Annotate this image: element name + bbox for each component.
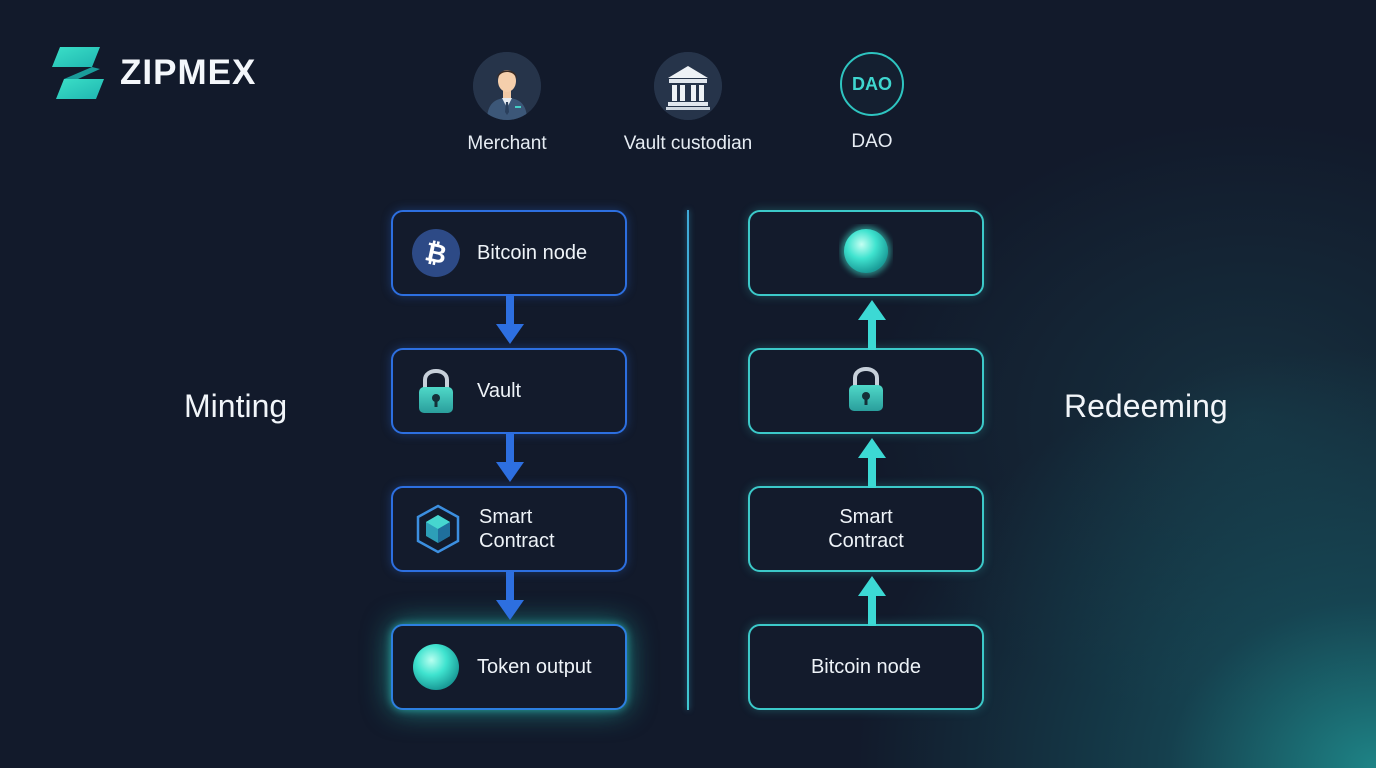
brand-name: ZIPMEX <box>120 53 257 92</box>
role-vault-custodian: Vault custodian <box>598 52 778 155</box>
role-merchant: Merchant <box>417 52 597 155</box>
step-label: Smart Contract <box>828 505 904 553</box>
step-label-line: Contract <box>828 530 904 552</box>
dao-badge-icon: DAO <box>840 52 904 116</box>
redeeming-step-token <box>748 210 984 296</box>
lock-icon <box>846 364 886 419</box>
redeeming-arrow-up <box>858 300 886 350</box>
flow-divider <box>687 210 689 710</box>
role-label: Vault custodian <box>623 133 753 154</box>
role-dao: DAO DAO <box>782 52 962 153</box>
role-label: DAO <box>851 131 893 152</box>
minting-step-bitcoin-node: ₿ Bitcoin node <box>391 210 627 296</box>
zipmex-logo-icon <box>52 47 104 99</box>
step-label: Vault <box>477 380 522 402</box>
minting-step-smart-contract: Smart Contract <box>391 486 627 572</box>
step-label-line: Contract <box>479 530 555 552</box>
minting-step-vault: Vault <box>391 348 627 434</box>
minting-arrow-down <box>496 572 524 620</box>
brand-logo: ZIPMEX <box>48 45 256 101</box>
minting-arrow-down <box>496 434 524 482</box>
redeeming-step-bitcoin-node: Bitcoin node <box>748 624 984 710</box>
step-label: Token output <box>477 656 592 678</box>
bank-building-icon <box>654 52 722 120</box>
redeeming-arrow-up <box>858 576 886 626</box>
step-label: Bitcoin node <box>477 242 588 264</box>
bitcoin-icon: ₿ <box>411 228 461 278</box>
minting-arrow-down <box>496 296 524 344</box>
token-orb-icon <box>411 642 461 692</box>
dao-badge-text: DAO <box>852 73 892 94</box>
redeeming-arrow-up <box>858 438 886 488</box>
step-label: Smart Contract <box>479 505 555 553</box>
minting-title: Minting <box>184 388 288 424</box>
redeeming-step-vault <box>748 348 984 434</box>
hexagon-cube-icon <box>413 504 463 554</box>
token-orb-icon <box>839 224 893 283</box>
redeeming-title: Redeeming <box>1064 388 1228 424</box>
redeeming-step-smart-contract: Smart Contract <box>748 486 984 572</box>
merchant-avatar-icon <box>473 52 541 120</box>
role-label: Merchant <box>467 133 547 154</box>
step-label: Bitcoin node <box>810 656 922 678</box>
minting-step-token-output: Token output <box>391 624 627 710</box>
step-label-line: Smart <box>839 506 893 528</box>
lock-icon <box>411 366 461 416</box>
step-label-line: Smart <box>479 506 533 528</box>
